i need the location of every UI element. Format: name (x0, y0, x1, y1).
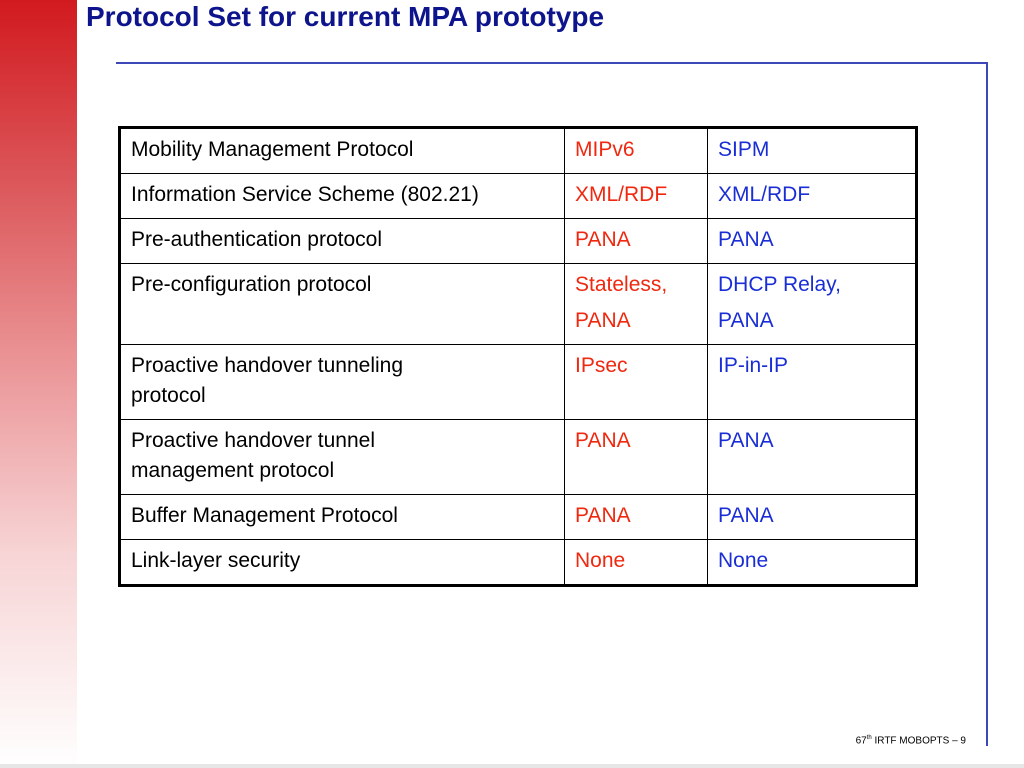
alt-value-cell: None (707, 539, 917, 586)
vertical-rule (986, 62, 988, 746)
footer-superscript: th (866, 735, 872, 741)
cell-text: Proactive handover tunnel (131, 429, 375, 452)
table-row: Proactive handover tunnel management prot… (119, 419, 917, 495)
red-gradient-sidebar (0, 0, 77, 768)
cell-text: Buffer Management Protocol (131, 504, 398, 527)
cell-text: Pre-configuration protocol (131, 273, 372, 296)
cell-text: PANA (718, 228, 774, 251)
mpa-value-cell: PANA (564, 218, 708, 264)
cell-text: PANA (575, 504, 631, 527)
table-row: Information Service Scheme (802.21) XML/R… (119, 173, 917, 219)
cell-text: Proactive handover tunneling (131, 354, 404, 377)
cell-text: PANA (718, 309, 774, 332)
cell-text: MIPv6 (575, 138, 635, 161)
cell-text: PANA (718, 429, 774, 452)
cell-text: SIPM (718, 138, 770, 161)
protocol-name-cell: Proactive handover tunneling protocol (119, 344, 565, 420)
mpa-value-cell: None (564, 539, 708, 586)
bottom-band (0, 764, 1024, 768)
footer-text: IRTF MOBOPTS – 9 (871, 735, 966, 747)
cell-text: PANA (718, 504, 774, 527)
alt-value-cell: DHCP Relay, PANA (707, 263, 917, 345)
protocol-name-cell: Proactive handover tunnel management prot… (119, 419, 565, 495)
cell-text: IPsec (575, 354, 628, 377)
table-row: Pre-configuration protocol Stateless, PANA… (119, 263, 917, 345)
cell-text: Mobility Management Protocol (131, 138, 414, 161)
alt-value-cell: IP-in-IP (707, 344, 917, 420)
protocol-name-cell: Mobility Management Protocol (119, 127, 565, 174)
footer-number: 67 (855, 735, 867, 747)
alt-value-cell: PANA (707, 218, 917, 264)
table-row: Proactive handover tunneling protocol IPse… (119, 344, 917, 420)
table-row: Pre-authentication protocol PANA PANA (119, 218, 917, 264)
cell-text: IP-in-IP (718, 354, 789, 377)
mpa-value-cell: Stateless, PANA (564, 263, 708, 345)
horizontal-rule (116, 62, 988, 64)
cell-text: Link-layer security (131, 549, 301, 572)
cell-text: XML/RDF (575, 183, 668, 206)
protocol-name-cell: Link-layer security (119, 539, 565, 586)
protocol-table: Mobility Management Protocol MIPv6 SIPM Inf… (118, 126, 918, 587)
alt-value-cell: XML/RDF (707, 173, 917, 219)
cell-text: Stateless, (575, 273, 668, 296)
table-row: Link-layer security None None (119, 539, 917, 586)
cell-text: None (718, 549, 769, 572)
mpa-value-cell: XML/RDF (564, 173, 708, 219)
protocol-name-cell: Pre-authentication protocol (119, 218, 565, 264)
cell-text: XML/RDF (718, 183, 811, 206)
slide-title: Protocol Set for current MPA prototype (86, 1, 605, 32)
cell-text: None (575, 549, 626, 572)
alt-value-cell: PANA (707, 494, 917, 540)
cell-text: Information Service Scheme (802.21) (131, 183, 479, 206)
cell-text: management protocol (131, 459, 335, 482)
cell-text: PANA (575, 228, 631, 251)
mpa-value-cell: MIPv6 (564, 127, 708, 174)
cell-text: protocol (131, 384, 206, 407)
table-row: Mobility Management Protocol MIPv6 SIPM (119, 127, 917, 174)
table-row: Buffer Management Protocol PANA PANA (119, 494, 917, 540)
protocol-name-cell: Buffer Management Protocol (119, 494, 565, 540)
protocol-name-cell: Information Service Scheme (802.21) (119, 173, 565, 219)
mpa-value-cell: PANA (564, 494, 708, 540)
cell-text: Pre-authentication protocol (131, 228, 382, 251)
mpa-value-cell: PANA (564, 419, 708, 495)
cell-text: DHCP Relay, (718, 273, 841, 296)
alt-value-cell: PANA (707, 419, 917, 495)
protocol-table-body: Mobility Management Protocol MIPv6 SIPM Inf… (119, 127, 917, 586)
mpa-value-cell: IPsec (564, 344, 708, 420)
cell-text: PANA (575, 429, 631, 452)
alt-value-cell: SIPM (707, 127, 917, 174)
cell-text: PANA (575, 309, 631, 332)
protocol-name-cell: Pre-configuration protocol (119, 263, 565, 345)
slide-footer: 67th IRTF MOBOPTS – 9 (856, 735, 966, 746)
